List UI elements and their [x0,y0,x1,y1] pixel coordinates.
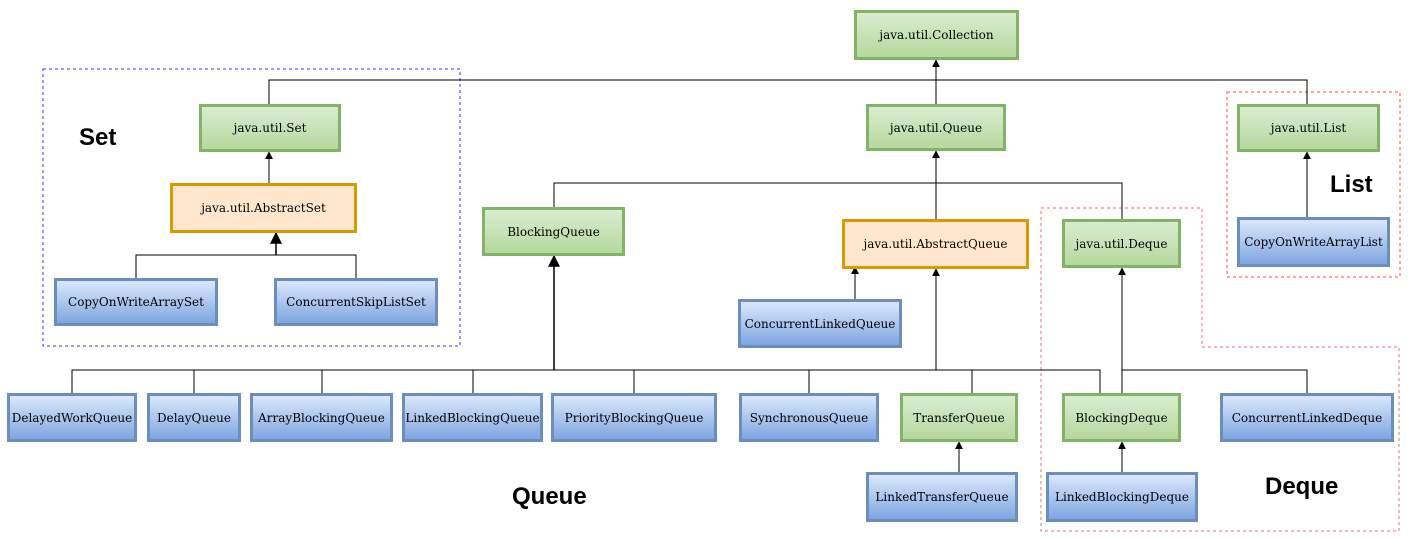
priority-blocking-queue-node: PriorityBlockingQueue [551,393,717,442]
concurrent-linked-deque-node: ConcurrentLinkedDeque [1220,393,1394,442]
linked-transfer-queue-node: LinkedTransferQueue [866,472,1018,522]
cow-array-list-node: CopyOnWriteArrayList [1237,217,1390,267]
set-interface-node: java.util.Set [199,104,341,152]
list-group-border [1226,91,1401,278]
array-blocking-queue-node: ArrayBlockingQueue [250,393,393,442]
concurrent-linked-queue-node: ConcurrentLinkedQueue [738,299,902,348]
linked-blocking-queue-node: LinkedBlockingQueue [402,393,543,442]
queue-interface-node: java.util.Queue [866,104,1006,151]
cow-array-set-node: CopyOnWriteArraySet [54,278,218,326]
edge-blockingqueue-to-queue [553,182,936,207]
edge-cowset-to-abstractset [135,254,276,278]
deque-interface-node: java.util.Deque [1062,219,1181,268]
deque-group-border [1040,207,1400,532]
set-group-label: Set [79,124,117,151]
transfer-queue-interface-node: TransferQueue [900,393,1018,442]
blocking-queue-interface-node: BlockingQueue [482,207,625,256]
delay-queue-node: DelayQueue [147,393,241,442]
abstract-queue-node: java.util.AbstractQueue [842,219,1029,269]
queue-group-label: Queue [512,483,587,510]
list-interface-node: java.util.List [1237,104,1380,152]
edge-set-to-collection [268,79,936,104]
concurrent-skip-list-set-node: ConcurrentSkipListSet [274,278,438,326]
edge-list-to-collection [936,79,1308,104]
edge-skiplistset-to-abstractset [276,254,357,278]
abstract-set-node: java.util.AbstractSet [170,183,357,233]
synchronous-queue-node: SynchronousQueue [739,393,879,442]
deque-group-label: Deque [1265,473,1339,500]
edge-deque-to-queue [936,182,1123,219]
linked-blocking-deque-node: LinkedBlockingDeque [1046,472,1198,522]
edge-bottom-row-bus [71,369,1101,393]
edge-deque-impls-bus [1121,369,1308,393]
blocking-deque-interface-node: BlockingDeque [1062,393,1181,442]
set-group-border [42,68,461,347]
delayed-work-queue-node: DelayedWorkQueue [7,393,137,442]
list-group-label: List [1330,171,1373,198]
collection-interface-node: java.util.Collection [854,10,1019,60]
